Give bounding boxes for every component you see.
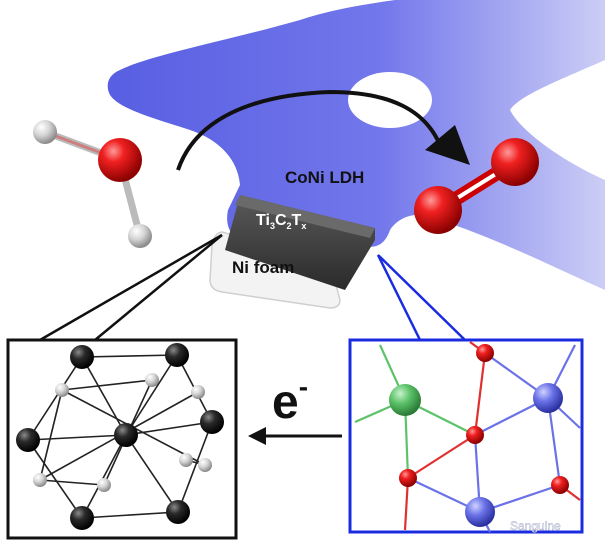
mxene-c: C bbox=[275, 212, 287, 229]
ldh-label: CoNi LDH bbox=[285, 168, 364, 187]
oxygen-atom bbox=[414, 186, 462, 234]
ni-foam-label: Ni foam bbox=[232, 258, 294, 277]
oxygen-atom bbox=[98, 138, 142, 182]
zoom-line-right bbox=[377, 254, 466, 341]
oxygen-molecule bbox=[414, 138, 539, 234]
right-box bbox=[348, 338, 584, 534]
nickel-atom bbox=[465, 497, 495, 527]
oxygen-atom bbox=[399, 469, 417, 487]
hydrogen-atom bbox=[33, 120, 57, 144]
ldh-structure-panel bbox=[348, 338, 584, 534]
electron-label: e- bbox=[272, 371, 308, 429]
oxygen-atom bbox=[476, 344, 494, 362]
electron-arrowhead bbox=[248, 427, 266, 445]
reaction-arrowhead bbox=[425, 125, 470, 165]
titanium-atoms bbox=[16, 343, 224, 530]
mxene-layer bbox=[225, 195, 375, 290]
hydrogen-atom bbox=[128, 224, 152, 248]
reaction-arrow bbox=[176, 89, 442, 171]
zoom-line-left bbox=[94, 234, 223, 341]
mxene-structure-panel bbox=[6, 338, 238, 540]
electron-charge: - bbox=[299, 371, 308, 402]
mxene-ti: Ti bbox=[256, 212, 270, 229]
water-molecule bbox=[33, 120, 152, 248]
zoom-line-left bbox=[39, 233, 223, 342]
oxygen-atom bbox=[466, 426, 484, 444]
nickel-atom bbox=[533, 383, 563, 413]
mxene-sub-x: x bbox=[301, 221, 306, 231]
mxene-t: T bbox=[292, 212, 302, 229]
zoom-line-right bbox=[376, 254, 422, 341]
electron-symbol: e bbox=[272, 376, 299, 429]
oxygen-atom bbox=[491, 138, 539, 186]
carbon-atoms bbox=[33, 373, 212, 492]
oxygen-atom bbox=[551, 476, 569, 494]
mxene-label: Ti3C2Tx bbox=[256, 212, 306, 231]
mxene-sub-2: 2 bbox=[287, 221, 292, 231]
mxene-sub-3: 3 bbox=[270, 221, 275, 231]
cobalt-atom bbox=[389, 384, 421, 416]
watermark: Sanguine bbox=[510, 519, 561, 533]
